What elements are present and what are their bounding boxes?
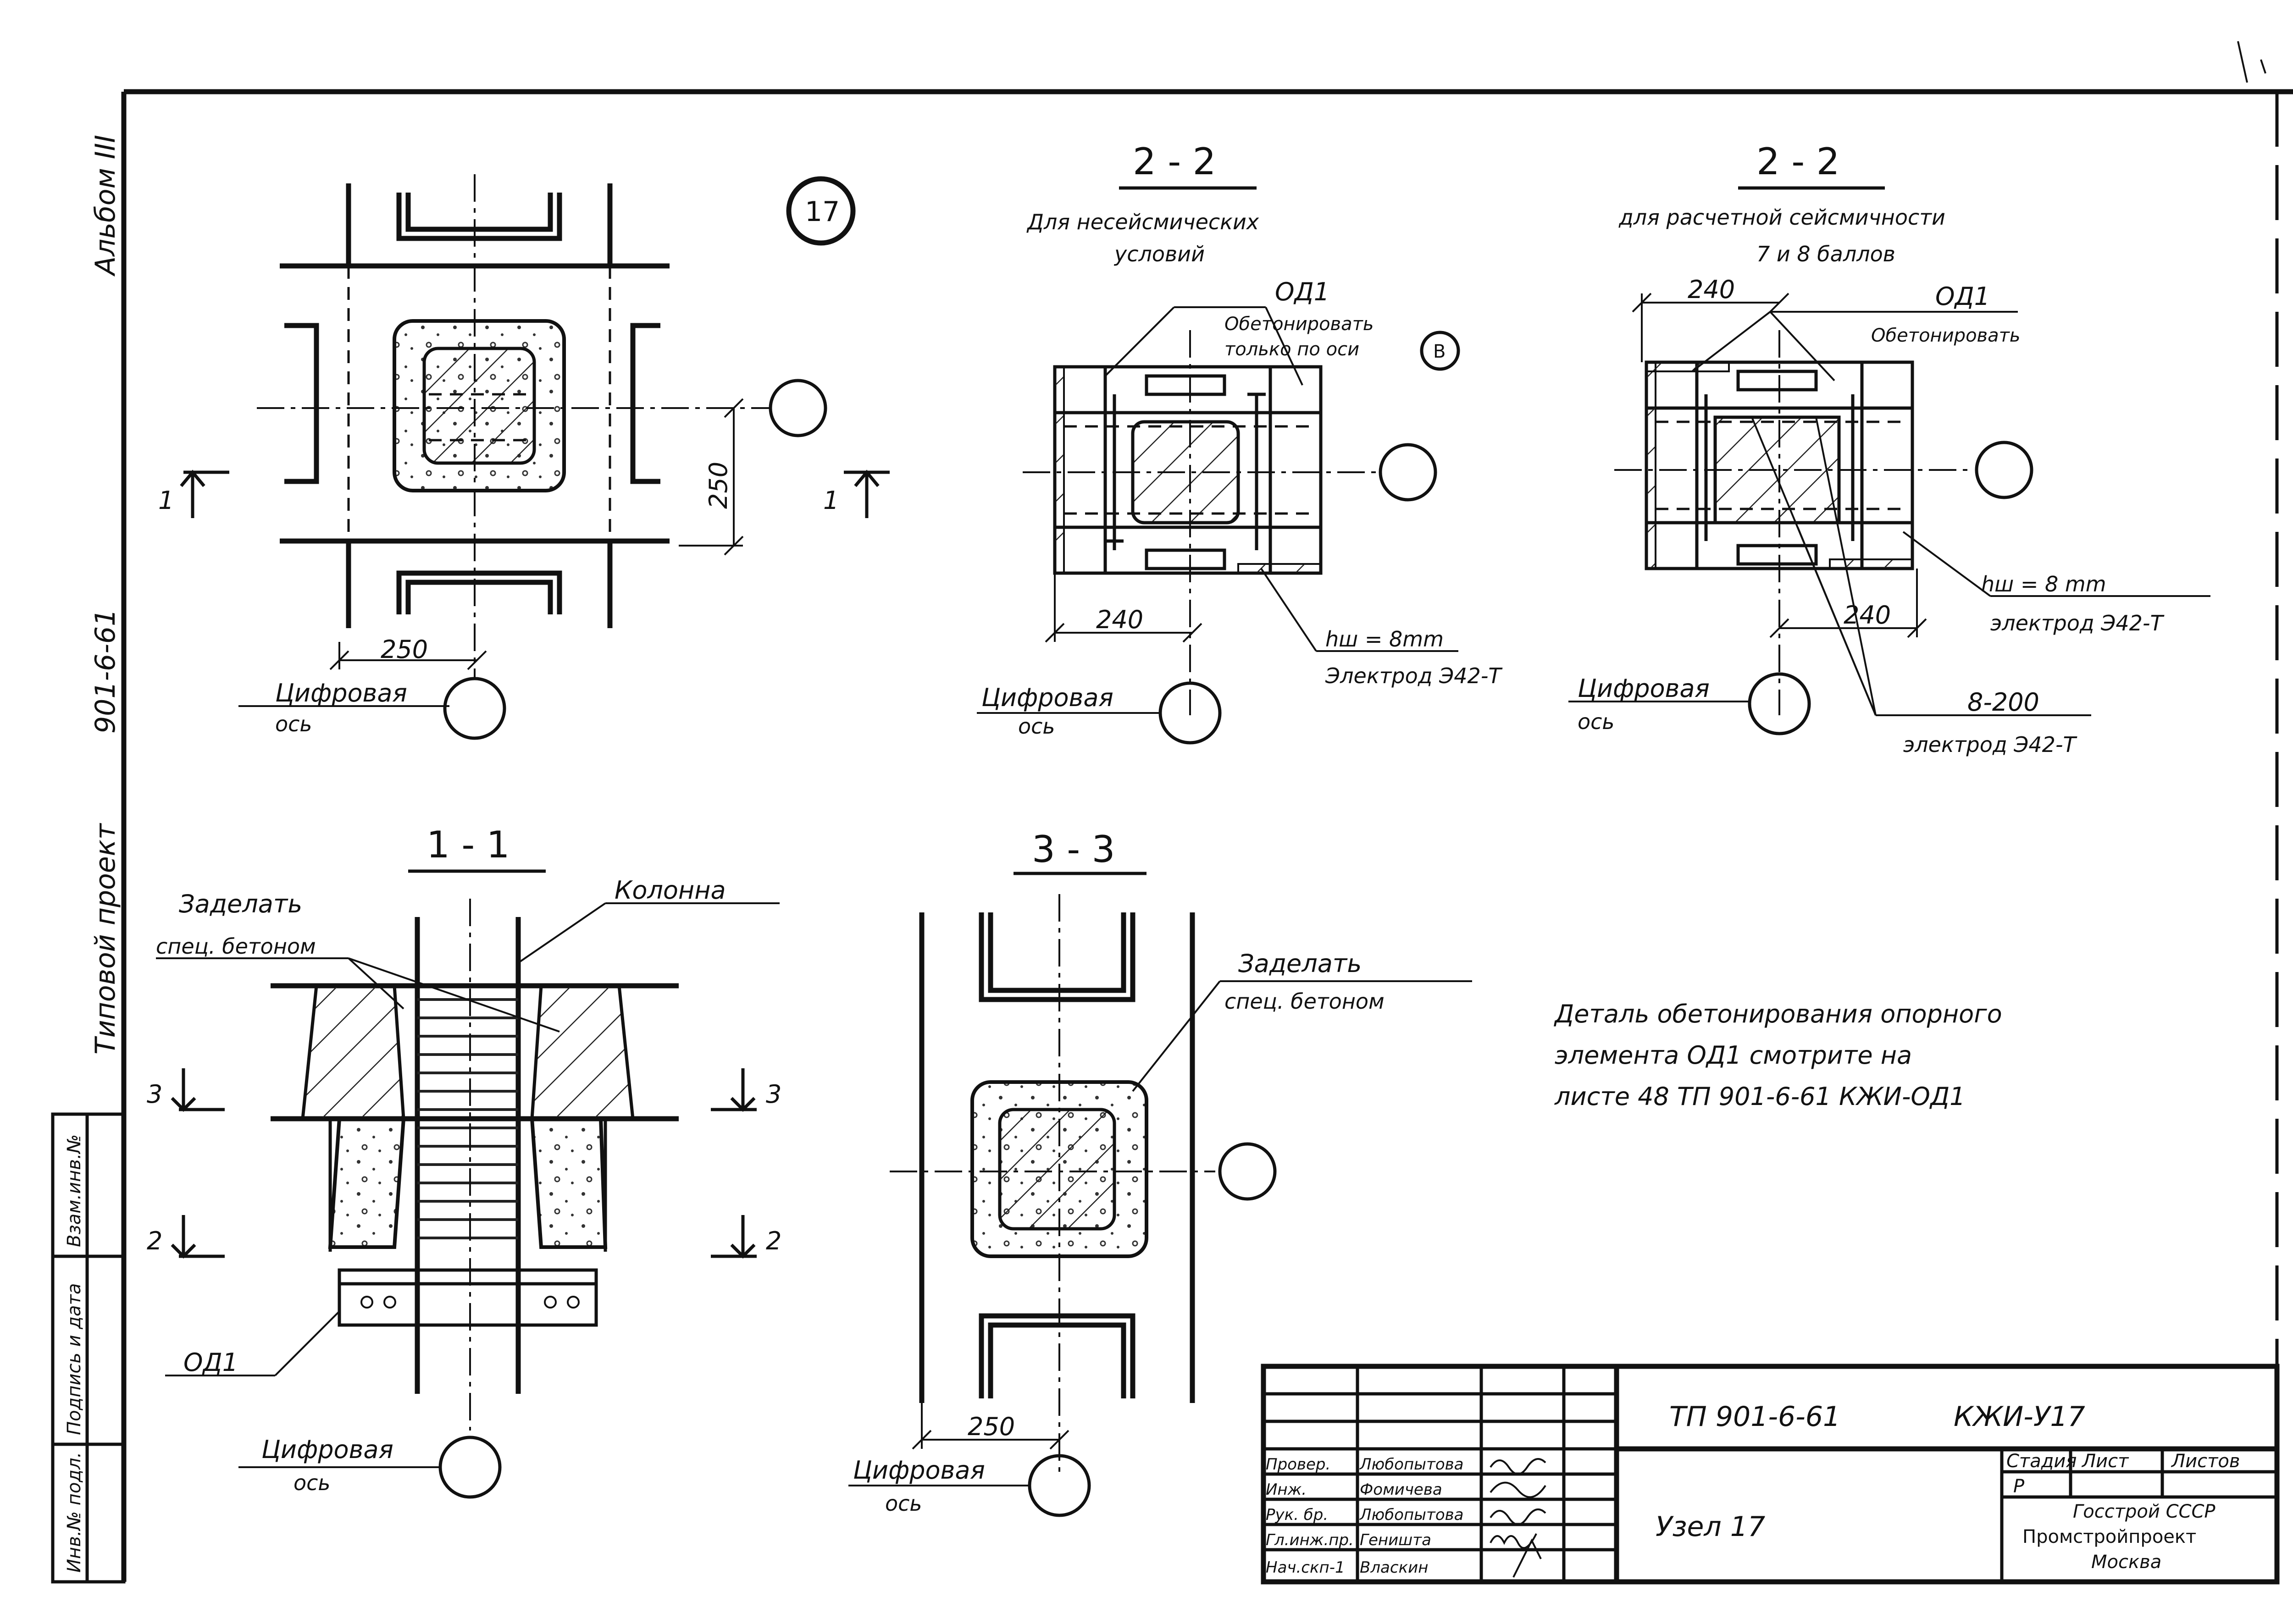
sec2a-subtitle-1: Для несейсмических xyxy=(1026,210,1259,234)
sec33-title: 3 - 3 xyxy=(1032,828,1115,871)
sec11-cut2-right: 2 xyxy=(766,1226,781,1255)
node-number: 17 xyxy=(805,196,840,228)
sec2b-weld: hш = 8 mm xyxy=(1981,572,2106,597)
note-block: Деталь обетонирования опорного элемента … xyxy=(1554,1000,2002,1111)
plan-cut-left: 1 xyxy=(158,486,174,515)
staff-name: Геништа xyxy=(1360,1531,1431,1549)
plan-cut-right: 1 xyxy=(823,486,839,515)
section-1-1: 1 - 1 Заделать спец. бетоном Колонна xyxy=(147,823,781,1499)
staff-role: Провер. xyxy=(1266,1455,1330,1474)
sec2a-axis-label-2: ось xyxy=(1018,714,1055,739)
sec2a-dim-240: 240 xyxy=(1096,605,1143,634)
plan-axis-label-1: Цифровая xyxy=(275,679,407,707)
project-code-label: 901-6-61 xyxy=(89,609,122,734)
title-name: Узел 17 xyxy=(1656,1511,1765,1543)
sec2b-electrode-1: электрод Э42-Т xyxy=(1990,611,2165,635)
plan-dim-250-h: 250 xyxy=(381,635,428,664)
sec2a-title: 2 - 2 xyxy=(1133,140,1216,183)
title-stage-value: Р xyxy=(2013,1476,2025,1497)
sec2a-axis-b: В xyxy=(1433,341,1446,362)
title-stage-header: Стадия xyxy=(2006,1451,2077,1472)
sec2b-dim-240-bottom: 240 xyxy=(1844,601,1891,630)
sec11-elem: ОД1 xyxy=(183,1348,238,1377)
staff-role: Гл.инж.пр. xyxy=(1266,1531,1354,1549)
staff-name: Власкин xyxy=(1360,1558,1428,1577)
signatures xyxy=(1490,1458,1546,1578)
sec11-cut3-left: 3 xyxy=(147,1080,162,1109)
sec33-dim-250: 250 xyxy=(968,1412,1015,1441)
title-org-2: Промстройпроект xyxy=(2022,1526,2196,1547)
sec11-note-2: спец. бетоном xyxy=(156,934,316,959)
title-org-3: Москва xyxy=(2091,1552,2161,1573)
title-code: ТП 901-6-61 xyxy=(1669,1401,1840,1433)
section-2-2-seismic: 2 - 2 для расчетной сейсмичности 7 и 8 б… xyxy=(1568,140,2210,757)
sec2a-elem: ОД1 xyxy=(1275,277,1329,306)
stamp-cell-inv: Инв.№ подл. xyxy=(64,1452,85,1573)
side-stamp: Инв.№ подл. Подпись и дата Взам.инв.№ xyxy=(51,1112,126,1584)
sec2b-axis-label-2: ось xyxy=(1578,709,1615,734)
side-labels: Альбом III 901-6-61 Типовой проект xyxy=(89,135,122,1055)
note-line-3: листе 48 ТП 901-6-61 КЖИ-ОД1 xyxy=(1554,1082,1965,1111)
sec2b-title: 2 - 2 xyxy=(1756,140,1840,183)
sec2b-note: Обетонировать xyxy=(1871,325,2021,346)
sec2b-subtitle-1: для расчетной сейсмичности xyxy=(1618,205,1945,230)
sec11-cut2-left: 2 xyxy=(147,1226,162,1255)
sec2b-electrode-2: электрод Э42-Т xyxy=(1903,732,2078,757)
sec2b-axis-label-1: Цифровая xyxy=(1578,674,1710,703)
sec33-axis-label-2: ось xyxy=(885,1491,922,1516)
title-sheets-header: Листов xyxy=(2171,1451,2240,1472)
staff-role: Рук. бр. xyxy=(1266,1506,1328,1524)
album-label: Альбом III xyxy=(89,135,122,277)
sec11-axis-label-2: ось xyxy=(294,1470,331,1495)
title-sheet-header: Лист xyxy=(2081,1451,2129,1472)
sec11-axis-label-1: Цифровая xyxy=(261,1435,393,1464)
title-mark: КЖИ-У17 xyxy=(1954,1401,2085,1433)
project-label: Типовой проект xyxy=(89,823,122,1055)
plan-dim-250-v: 250 xyxy=(704,462,733,509)
note-line-2: элемента ОД1 смотрите на xyxy=(1555,1041,1912,1070)
staff-name: Фомичева xyxy=(1360,1480,1442,1499)
staff-name: Любопытова xyxy=(1359,1506,1464,1524)
sec33-note-2: спец. бетоном xyxy=(1224,989,1385,1014)
sec2a-note-1: Обетонировать xyxy=(1224,314,1374,335)
sec33-axis-label-1: Цифровая xyxy=(853,1456,985,1485)
sec2a-note-2: только по оси xyxy=(1224,339,1359,360)
sec2b-elem: ОД1 xyxy=(1935,282,1990,311)
plan-view: 250 250 1 1 17 Цифровая ось xyxy=(158,174,890,740)
sheet-frame xyxy=(121,41,2293,1582)
title-block: ТП 901-6-61 КЖИ-У17 Узел 17 Стадия Лист … xyxy=(1261,1364,2280,1585)
sec2a-electrode: Электрод Э42-Т xyxy=(1325,663,1503,688)
sec11-cut3-right: 3 xyxy=(766,1080,781,1109)
node-number-circle xyxy=(786,176,856,246)
sec11-note-1: Заделать xyxy=(179,889,302,918)
stamp-cell-sign: Подпись и дата xyxy=(64,1283,85,1435)
sec2b-rebar: 8-200 xyxy=(1967,688,2039,717)
sec2b-dim-240-top: 240 xyxy=(1688,275,1735,304)
note-line-1: Деталь обетонирования опорного xyxy=(1554,1000,2002,1028)
stamp-cell-replace: Взам.инв.№ xyxy=(64,1134,85,1247)
staff-list: Провер. Любопытова Инж. Фомичева Рук. бр… xyxy=(1266,1455,1464,1577)
sec33-note-1: Заделать xyxy=(1238,949,1362,978)
sec11-column: Колонна xyxy=(615,876,726,905)
section-2-2-nonseismic: 2 - 2 Для несейсмических условий ОД1 Обе… xyxy=(977,140,1503,745)
sec2b-subtitle-2: 7 и 8 баллов xyxy=(1756,242,1895,266)
sec2a-weld: hш = 8mm xyxy=(1325,627,1444,652)
sec2a-subtitle-2: условий xyxy=(1113,242,1205,266)
title-org-1: Госстрой СССР xyxy=(2073,1501,2215,1522)
staff-role: Инж. xyxy=(1266,1480,1307,1499)
plan-axis-label-2: ось xyxy=(275,712,312,736)
staff-name: Любопытова xyxy=(1359,1455,1464,1474)
section-3-3: 3 - 3 Заделать спец. бетоном 250 Цифрова… xyxy=(848,828,1472,1517)
sec11-title: 1 - 1 xyxy=(426,823,510,866)
staff-role: Нач.скп-1 xyxy=(1266,1558,1345,1577)
sec2a-axis-label-1: Цифровая xyxy=(981,683,1113,712)
